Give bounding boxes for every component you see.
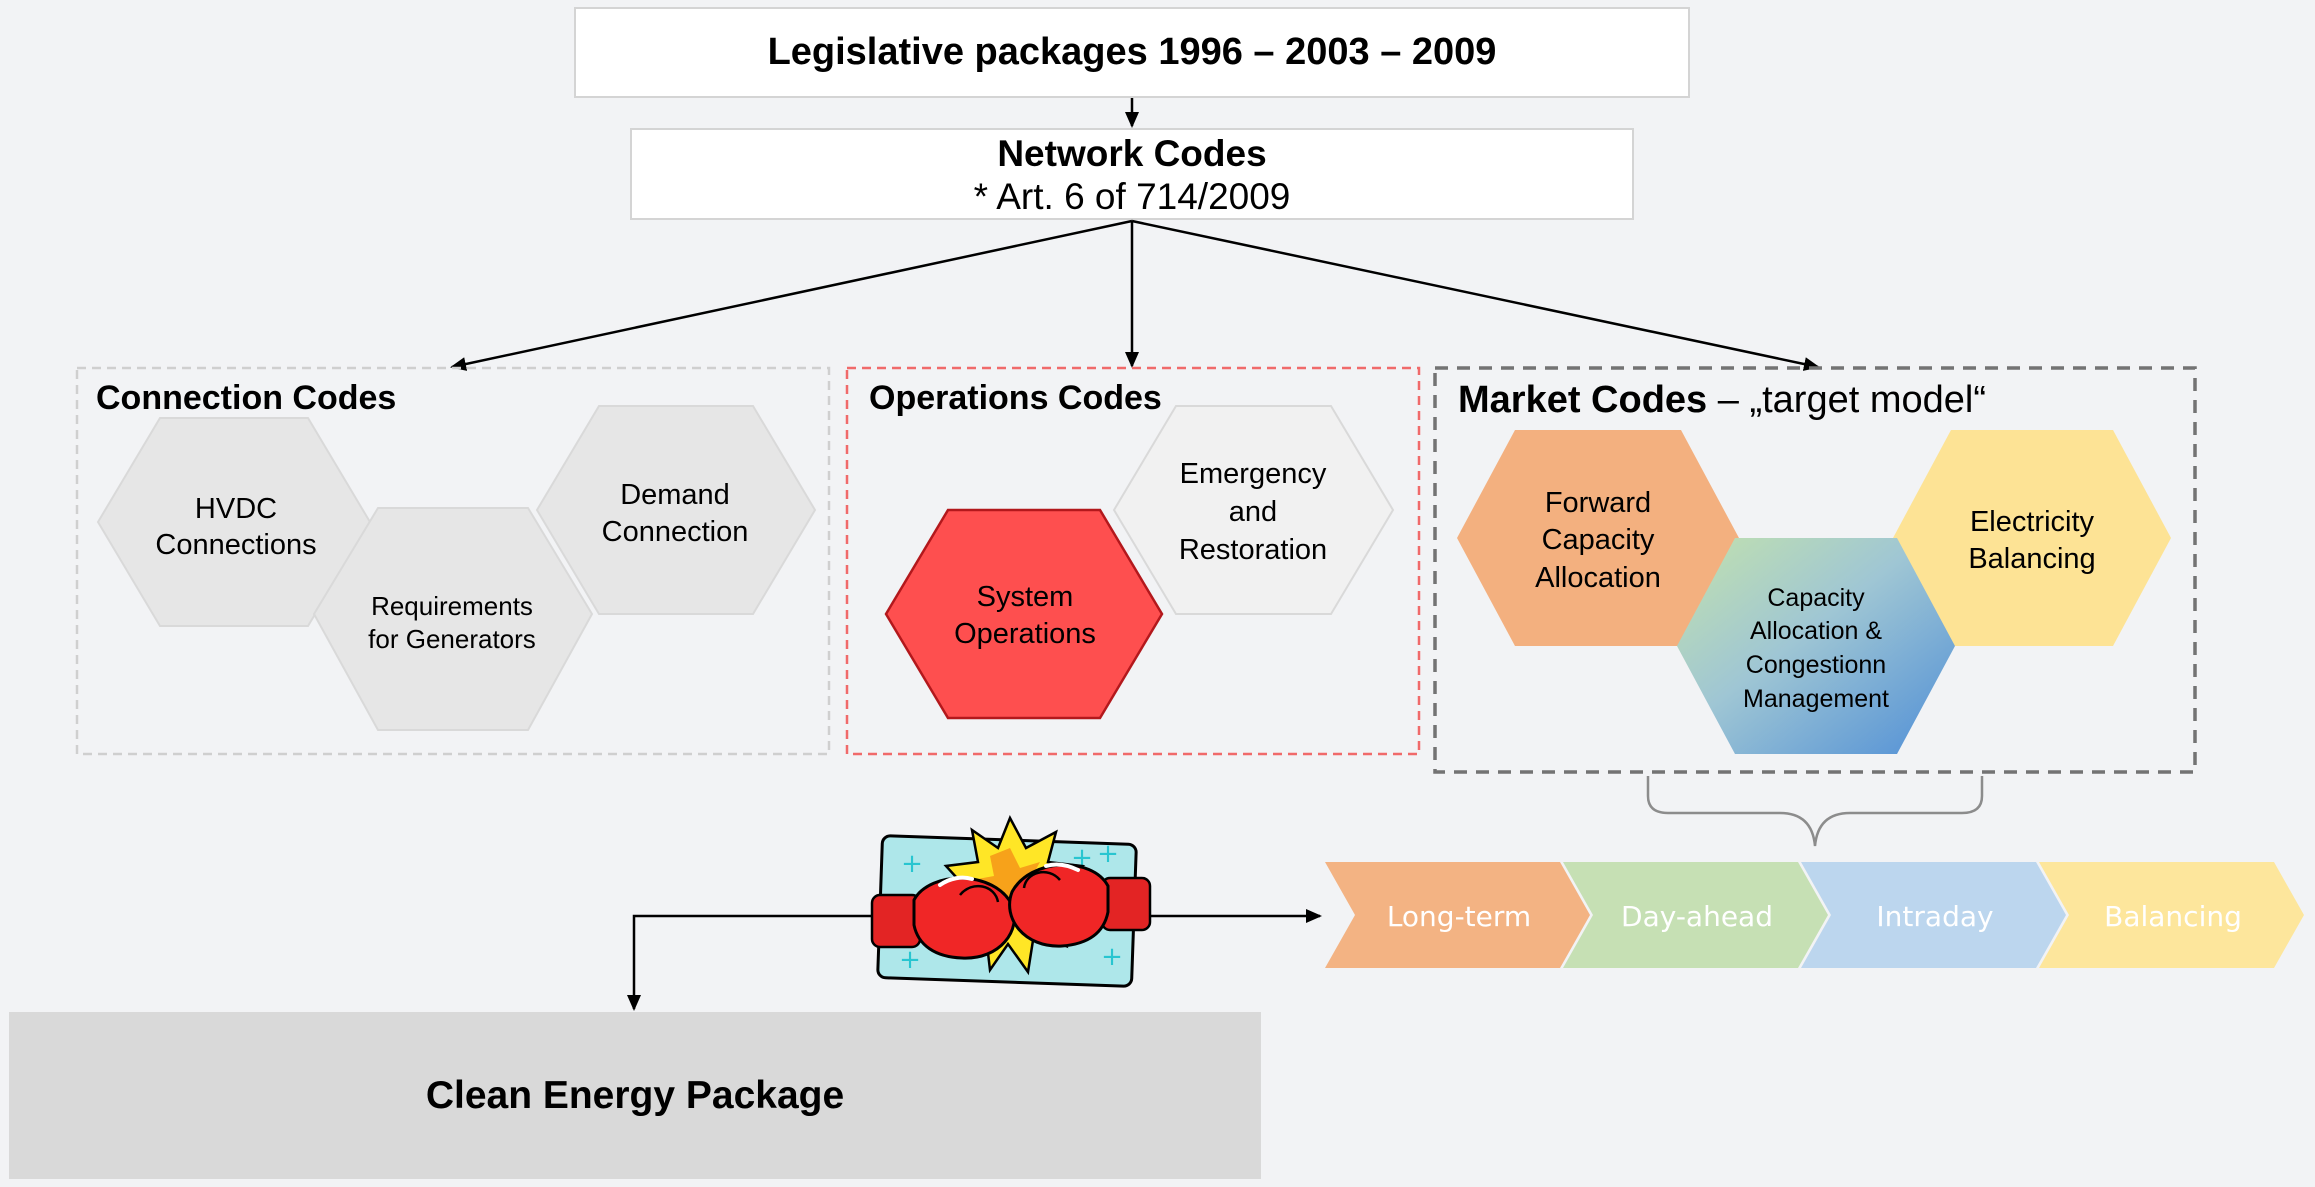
arrow-network-to-market (1131, 219, 1820, 371)
boxing-gloves-icon: +++ +++ (870, 815, 1152, 988)
market-codes-brace (1646, 776, 1984, 847)
connection-codes-title: Connection Codes (96, 379, 396, 417)
clean-energy-package-box: Clean Energy Package (9, 1012, 1261, 1179)
svg-text:+: + (901, 849, 923, 879)
timeframe-long-term-label: Long-term (1387, 900, 1531, 933)
requirements-for-generators-hexagon (312, 507, 594, 731)
forward-capacity-allocation-hexagon (1457, 430, 1739, 646)
network-codes-box: Network Codes * Art. 6 of 714/2009 (630, 128, 1634, 220)
hvdc-connections-line2: Connections (155, 529, 316, 561)
market-codes-group (1433, 366, 2197, 774)
clean-energy-package-label: Clean Energy Package (425, 1074, 845, 1117)
market-codes-title: Market Codes – „target model“ (1458, 379, 1986, 421)
capacity-allocation-line4: Management (1743, 685, 1889, 713)
hvdc-connections-line1: HVDC (195, 493, 277, 525)
emergency-and-restoration-line1: Emergency (1180, 458, 1327, 490)
electricity-balancing-line1: Electricity (1970, 506, 2095, 538)
system-operations-line1: System (977, 581, 1074, 613)
legislative-packages-box: Legislative packages 1996 – 2003 – 2009 (574, 7, 1690, 98)
forward-capacity-line3: Allocation (1535, 562, 1661, 594)
system-operations-line2: Operations (954, 618, 1096, 650)
electricity-balancing-line2: Balancing (1968, 543, 2095, 575)
arrow-gloves-to-clean-energy (627, 914, 880, 1011)
market-codes-title-rest: – „target model“ (1707, 379, 1986, 421)
emergency-and-restoration-line2: and (1229, 496, 1277, 528)
chevron-balancing (2039, 862, 2304, 968)
svg-text:+: + (1097, 839, 1119, 869)
connection-codes-group (75, 366, 831, 756)
system-operations-hexagon (884, 508, 1164, 720)
operations-codes-title: Operations Codes (869, 379, 1162, 417)
capacity-allocation-congestion-management-hexagon (1677, 538, 1955, 754)
requirements-for-generators-line2: for Generators (368, 624, 536, 654)
svg-text:+: + (899, 945, 921, 975)
chevron-intraday (1801, 862, 2066, 968)
network-codes-title: Network Codes (997, 133, 1267, 174)
timeframe-balancing-label: Balancing (2104, 900, 2242, 933)
forward-capacity-line2: Capacity (1542, 524, 1655, 556)
emergency-and-restoration-hexagon (1112, 405, 1395, 615)
operations-codes-group (845, 366, 1421, 756)
capacity-allocation-line3: Congestionn (1746, 651, 1886, 679)
electricity-balancing-hexagon (1893, 430, 2171, 646)
capacity-allocation-line2: Allocation & (1750, 617, 1882, 645)
forward-capacity-line1: Forward (1545, 487, 1651, 519)
demand-connection-line2: Connection (602, 516, 749, 548)
chevron-long-term (1325, 862, 1590, 968)
legislative-packages-label: Legislative packages 1996 – 2003 – 2009 (767, 31, 1497, 73)
emergency-and-restoration-line3: Restoration (1179, 534, 1327, 566)
network-codes-subtitle: * Art. 6 of 714/2009 (973, 176, 1291, 217)
capacity-allocation-line1: Capacity (1767, 584, 1865, 612)
market-codes-title-bold: Market Codes (1458, 379, 1707, 421)
requirements-for-generators-line1: Requirements (371, 591, 533, 621)
svg-text:+: + (1101, 942, 1123, 972)
arrow-network-to-connection (450, 219, 1133, 371)
demand-connection-hexagon (535, 405, 817, 615)
demand-connection-line1: Demand (620, 479, 730, 511)
timeframe-day-ahead-label: Day-ahead (1621, 900, 1773, 933)
timeframe-intraday-label: Intraday (1876, 900, 1993, 933)
chevron-day-ahead (1563, 862, 1828, 968)
